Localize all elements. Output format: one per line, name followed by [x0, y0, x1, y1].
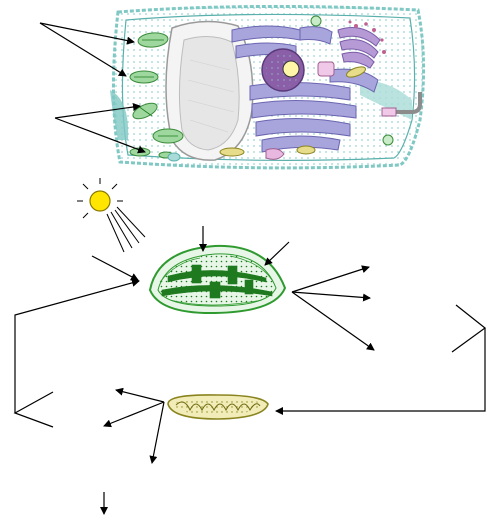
- right-bracket: [452, 305, 485, 352]
- arrow-to-chloroplast-2: [40, 23, 126, 76]
- chloroplast-illustration: [150, 246, 285, 313]
- mitochondrion-illustration: [168, 395, 268, 419]
- mito-output-3: [152, 402, 164, 463]
- arrow-output-1: [292, 267, 369, 292]
- mito-output-1: [116, 390, 164, 402]
- vesicle: [318, 62, 334, 76]
- sun-icon: [77, 178, 145, 252]
- loop-to-mitochondrion: [276, 328, 485, 411]
- nucleolus: [283, 61, 299, 77]
- nucleus: [262, 49, 304, 91]
- loop-to-chloroplast: [15, 281, 139, 413]
- arrow-input-left: [92, 256, 138, 280]
- light-rays: [107, 207, 145, 252]
- arrow-output-2: [292, 292, 370, 298]
- mito-output-2: [104, 402, 164, 426]
- arrow-diag-to-chloroplast: [265, 242, 289, 265]
- plant-cell-illustration: [110, 6, 424, 167]
- arrow-output-3: [292, 292, 374, 350]
- left-bracket: [15, 392, 53, 427]
